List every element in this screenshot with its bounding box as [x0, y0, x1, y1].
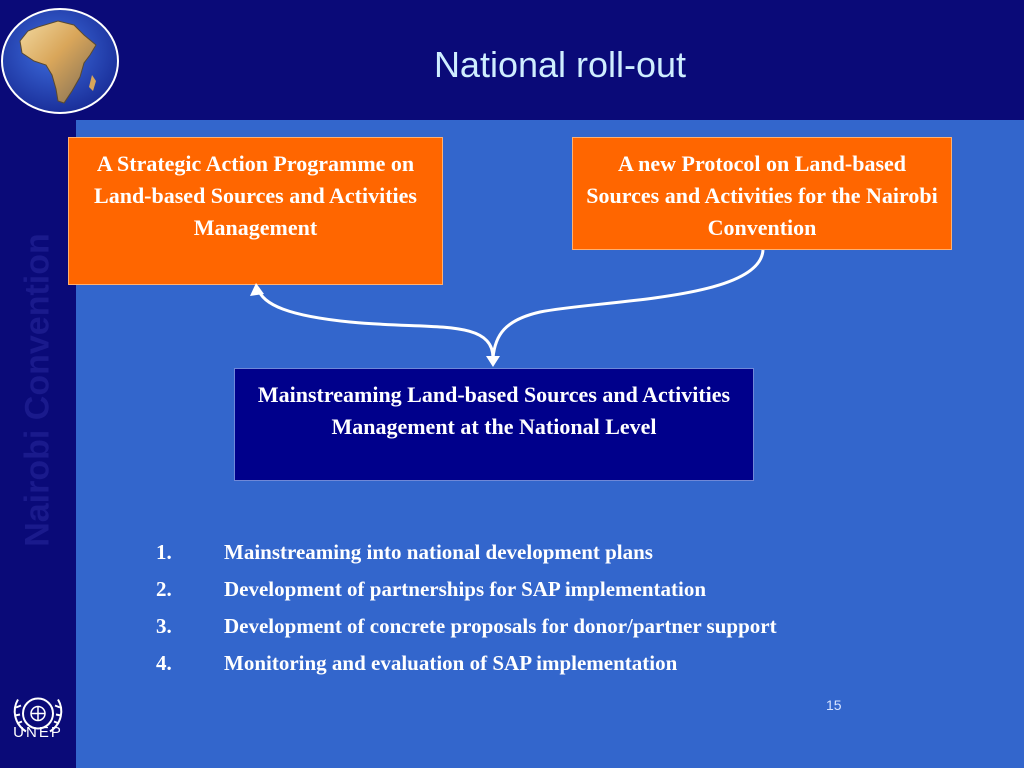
- list-item-number: 2.: [156, 577, 172, 601]
- sidebar-watermark-text: Nairobi Convention: [18, 233, 57, 547]
- list-item: 3. Development of concrete proposals for …: [150, 609, 850, 644]
- un-emblem-icon: [13, 697, 63, 733]
- action-steps-list: 1. Mainstreaming into national developmen…: [150, 535, 850, 683]
- new-protocol-box: A new Protocol on Land-based Sources and…: [572, 137, 952, 250]
- slide-title: National roll-out: [433, 44, 687, 85]
- new-protocol-text: A new Protocol on Land-based Sources and…: [586, 151, 938, 240]
- africa-globe-icon: [1, 8, 119, 114]
- sidebar-watermark: Nairobi Convention: [0, 120, 76, 660]
- mainstreaming-text: Mainstreaming Land-based Sources and Act…: [257, 382, 731, 439]
- list-item-text: Development of partnerships for SAP impl…: [224, 577, 707, 601]
- list-item: 4. Monitoring and evaluation of SAP imple…: [150, 646, 850, 681]
- list-item: 2. Development of partnerships for SAP im…: [150, 572, 850, 607]
- page-number: 15: [826, 697, 842, 713]
- list-item-number: 4.: [156, 651, 172, 675]
- mainstreaming-box: Mainstreaming Land-based Sources and Act…: [234, 368, 754, 481]
- unep-wordmark: UNEP: [13, 724, 63, 741]
- list-item-text: Monitoring and evaluation of SAP impleme…: [224, 651, 678, 675]
- list-item-text: Development of concrete proposals for do…: [224, 614, 777, 638]
- strategic-action-programme-text: A Strategic Action Programme on Land-bas…: [94, 151, 417, 240]
- strategic-action-programme-box: A Strategic Action Programme on Land-bas…: [68, 137, 443, 285]
- list-item-number: 3.: [156, 614, 172, 638]
- list-item: 1. Mainstreaming into national developmen…: [150, 535, 850, 570]
- list-item-number: 1.: [156, 540, 172, 564]
- list-item-text: Mainstreaming into national development …: [224, 540, 653, 564]
